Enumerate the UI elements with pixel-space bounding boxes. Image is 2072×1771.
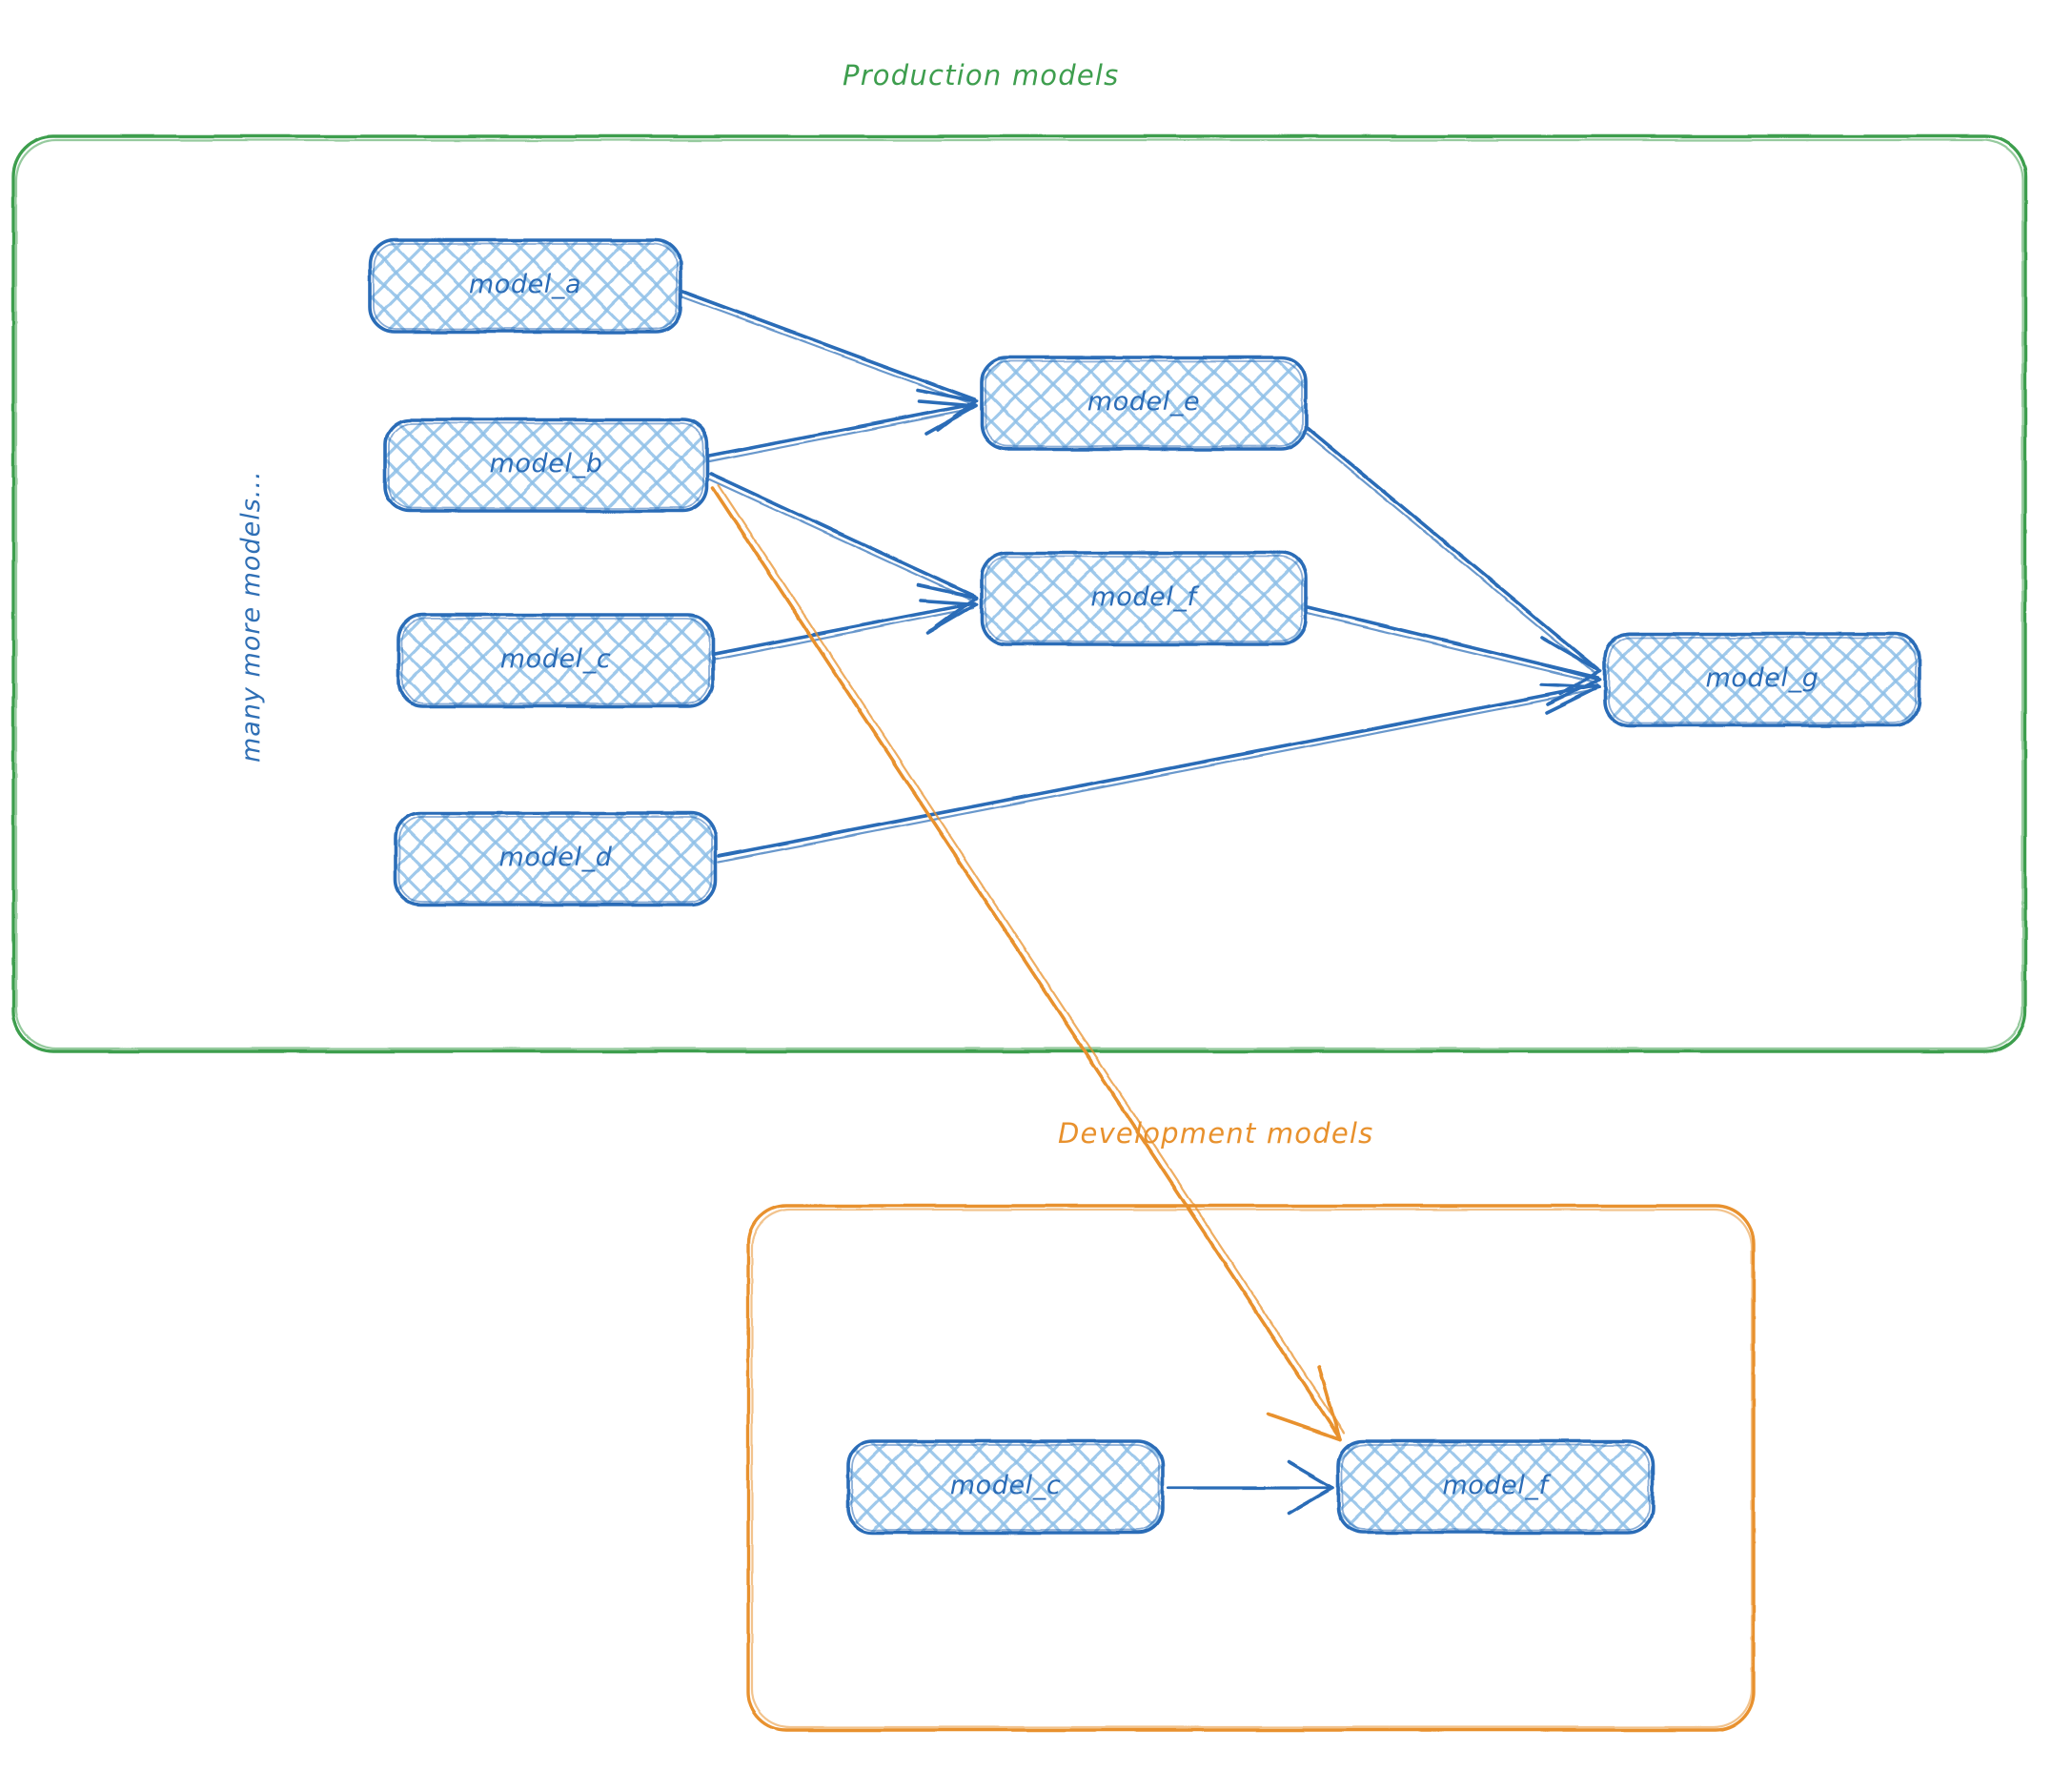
node-dev-model-f[interactable]: [1336, 1439, 1655, 1535]
edge-model-d-to-model-g: [717, 682, 1601, 864]
edge-model-e-to-model-g: [1303, 426, 1601, 696]
edge-model-c-to-model-f: [713, 599, 978, 662]
group-container-development: [746, 1204, 1756, 1732]
node-prod-model-a[interactable]: [368, 238, 682, 334]
node-prod-model-b[interactable]: [383, 417, 709, 513]
edges-layer: [679, 290, 1601, 1516]
edge-model-a-to-model-e: [679, 290, 978, 432]
node-prod-model-e[interactable]: [980, 356, 1308, 451]
node-prod-model-c[interactable]: [396, 613, 715, 708]
node-label-dev-model-f: model_f: [1442, 1471, 1549, 1500]
node-label-prod-model-e: model_e: [1087, 387, 1201, 417]
node-label-prod-model-c: model_c: [499, 644, 612, 674]
node-label-prod-model-d: model_d: [498, 843, 613, 872]
node-label-prod-model-f: model_f: [1090, 582, 1197, 612]
node-prod-model-d[interactable]: [394, 811, 718, 906]
node-dev-model-c[interactable]: [846, 1439, 1165, 1535]
edge-model-b-to-model-f: [708, 472, 978, 628]
nodes-layer: [368, 238, 1921, 1535]
group-title-development: Development models: [1058, 1117, 1374, 1150]
side-label-many-more-models: many more models...: [236, 470, 266, 763]
node-label-prod-model-a: model_a: [468, 270, 582, 299]
group-title-production: Production models: [843, 59, 1120, 92]
node-label-prod-model-g: model_g: [1705, 663, 1819, 693]
node-prod-model-g[interactable]: [1603, 632, 1921, 727]
group-container-production: [11, 134, 2027, 1053]
node-label-prod-model-b: model_b: [489, 449, 603, 478]
edge-model-f-to-model-g: [1305, 605, 1601, 706]
node-prod-model-f[interactable]: [980, 551, 1308, 646]
edge-prod-model-b-to-dev-model-f: [711, 483, 1346, 1441]
edge-dev-model-c-to-dev-model-f: [1166, 1460, 1334, 1516]
edge-model-b-to-model-e: [707, 399, 978, 463]
node-label-dev-model-c: model_c: [949, 1471, 1062, 1500]
